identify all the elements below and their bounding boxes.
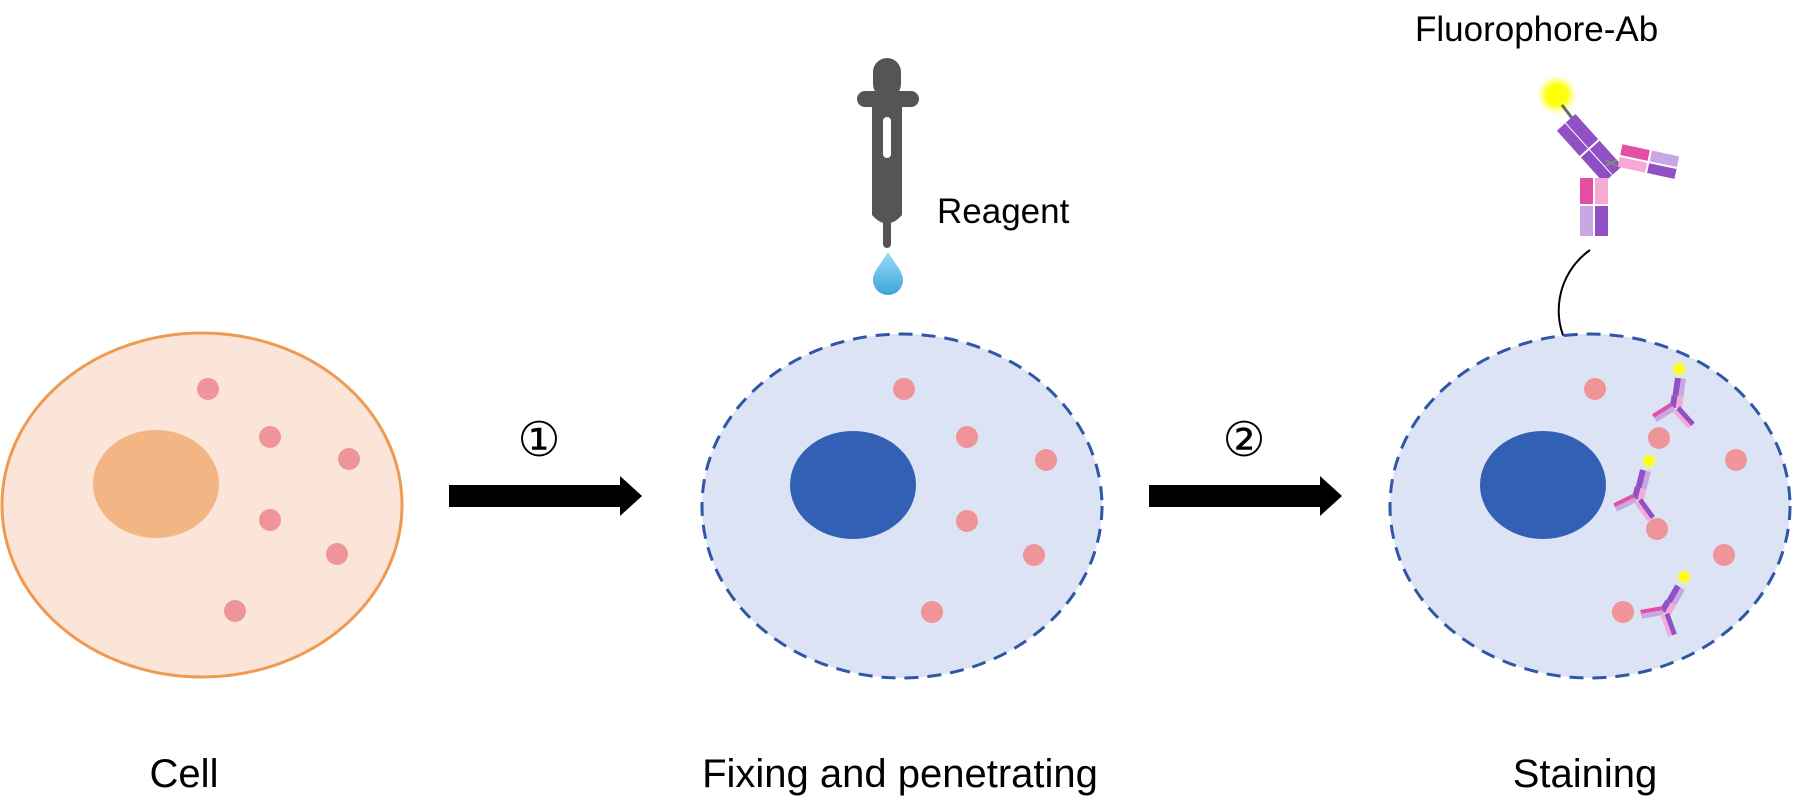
granule [197, 378, 219, 400]
granule [1612, 601, 1634, 623]
granule [1584, 378, 1606, 400]
bound-antibody [1650, 361, 1701, 430]
fixed-cell-granules [893, 378, 1057, 623]
cell-granules [197, 378, 360, 622]
granule [1646, 518, 1668, 540]
dropper-icon [857, 58, 919, 248]
granule [224, 600, 246, 622]
granule [338, 448, 360, 470]
step-1-number: ① [517, 412, 561, 468]
fluorophore-icon [1537, 75, 1577, 115]
granule [956, 426, 978, 448]
step-2-number: ② [1222, 412, 1266, 468]
fluorophore-icon [1671, 361, 1687, 377]
bound-antibody [1635, 569, 1698, 640]
fluorophore-ab-label: Fluorophore-Ab [1415, 10, 1659, 49]
granule [259, 426, 281, 448]
stained-cell-stage [1388, 332, 1792, 680]
granule [921, 601, 943, 623]
granule [259, 509, 281, 531]
antibody-icon [1537, 75, 1680, 236]
fluorophore-icon [1676, 569, 1692, 585]
granule [1023, 544, 1045, 566]
granule [1035, 449, 1057, 471]
fluorophore-icon [1641, 453, 1657, 469]
granule [956, 510, 978, 532]
stained-cell-granules [1584, 378, 1747, 623]
cell-nucleus [93, 430, 219, 538]
arrow-right-icon [449, 476, 642, 516]
bound-antibody [1611, 453, 1666, 523]
stained-cell-nucleus [1480, 431, 1606, 539]
granule [1713, 544, 1735, 566]
staining-label: Staining [1512, 752, 1658, 796]
arrow-right-icon [1149, 476, 1342, 516]
reagent-label: Reagent [937, 192, 1070, 231]
granule [893, 378, 915, 400]
droplet-icon [873, 252, 903, 295]
fixed-cell-stage [700, 332, 1104, 680]
granule [1725, 449, 1747, 471]
granule [1648, 427, 1670, 449]
fixed-cell-nucleus [790, 431, 916, 539]
cell-stage [0, 331, 404, 679]
fixing-label: Fixing and penetrating [702, 752, 1098, 796]
cell-label: Cell [149, 752, 219, 796]
granule [326, 543, 348, 565]
